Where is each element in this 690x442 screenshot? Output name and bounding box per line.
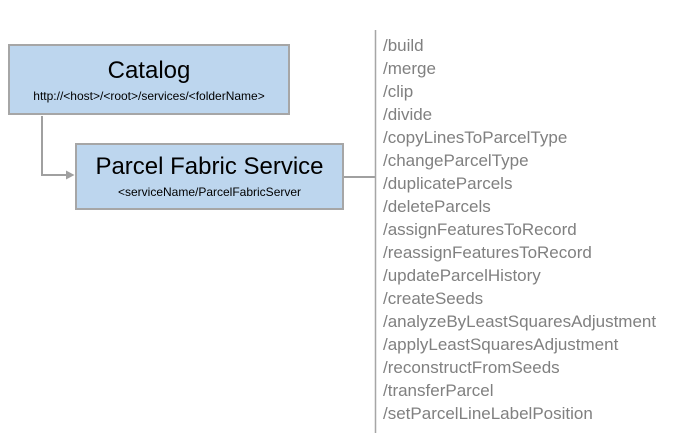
- arrowhead-icon: [66, 170, 75, 180]
- endpoint-item: /reassignFeaturesToRecord: [383, 243, 592, 262]
- catalog-title: Catalog: [107, 56, 191, 84]
- endpoint-item: /copyLinesToParcelType: [383, 128, 568, 147]
- catalog-url-pattern: http://<host>/<root>/services/<folderNam…: [33, 88, 265, 103]
- endpoint-list: /build /merge /clip /divide /copyLinesTo…: [383, 34, 683, 425]
- catalog-node: Catalog http://<host>/<root>/services/<f…: [8, 44, 290, 115]
- endpoint-item: /merge: [383, 59, 436, 78]
- endpoint-item: /deleteParcels: [383, 197, 491, 216]
- endpoint-item: /changeParcelType: [383, 151, 529, 170]
- endpoint-item: /assignFeaturesToRecord: [383, 220, 577, 239]
- endpoint-item: /duplicateParcels: [383, 174, 513, 193]
- endpoint-item: /divide: [383, 105, 433, 124]
- endpoint-item: /setParcelLineLabelPosition: [383, 404, 593, 423]
- endpoint-item: /applyLeastSquaresAdjustment: [383, 335, 619, 354]
- service-url-pattern: <serviceName/ParcelFabricServer: [117, 185, 302, 199]
- endpoint-item: /build: [383, 36, 424, 55]
- catalog-to-service-arrow: [41, 116, 66, 176]
- endpoint-item: /reconstructFromSeeds: [383, 358, 560, 377]
- endpoint-item: /createSeeds: [383, 289, 484, 308]
- endpoint-item: /analyzeByLeastSquaresAdjustment: [383, 312, 657, 331]
- endpoint-item: /updateParcelHistory: [383, 266, 541, 285]
- parcel-fabric-service-node: Parcel Fabric Service <serviceName/Parce…: [75, 143, 344, 210]
- endpoint-item: /clip: [383, 82, 414, 101]
- service-title: Parcel Fabric Service: [95, 153, 324, 180]
- endpoint-item: /transferParcel: [383, 381, 494, 400]
